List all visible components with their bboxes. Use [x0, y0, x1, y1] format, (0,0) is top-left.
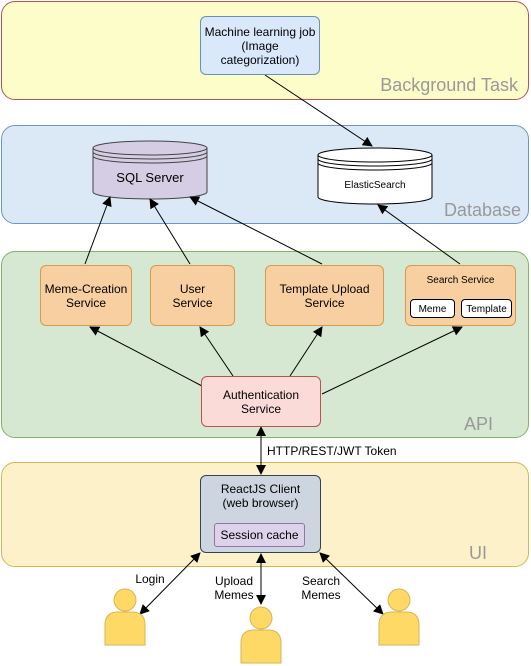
meme-creation-label: Meme-Creation Service	[44, 281, 128, 310]
database-title: Database	[443, 200, 521, 220]
meme-creation-service: Meme-Creation Service	[40, 265, 132, 326]
user-icon-upload	[240, 606, 282, 664]
user-service-label: User Service	[172, 281, 213, 310]
sql-server-label: SQL Server	[116, 170, 184, 185]
auth-to-user-arrow	[199, 326, 234, 377]
template-upload-label: Template Upload Service	[279, 281, 370, 310]
search-service: Search Service Meme Template	[405, 265, 516, 326]
search-service-label: Search Service	[426, 275, 495, 286]
template-upload-service: Template Upload Service	[265, 265, 384, 326]
api-title: API	[463, 414, 493, 434]
meme-creation-to-sql-arrow	[84, 196, 112, 265]
reactjs-client-label: ReactJS Client (web browser)	[220, 482, 301, 510]
search-memes-arrow	[319, 552, 384, 615]
ml-job-label: Machine learning job (Image categorizati…	[204, 24, 316, 67]
elasticsearch-database-icon	[317, 147, 433, 205]
session-cache-box: Session cache	[214, 523, 305, 547]
search-template-box: Template	[461, 299, 512, 318]
auth-to-meme-creation-arrow	[89, 326, 203, 387]
login-label: Login	[135, 572, 165, 586]
ml-job-box: Machine learning job (Image categorizati…	[200, 16, 320, 75]
search-to-elastic-arrow	[377, 204, 461, 265]
search-memes-label: Search Memes	[301, 574, 341, 602]
user-to-sql-arrow	[149, 198, 191, 265]
ui-title: UI	[469, 543, 487, 563]
database-layer	[1, 125, 529, 224]
http-rest-jwt-label: HTTP/REST/JWT Token	[267, 444, 397, 458]
ml-to-elastic-arrow	[264, 74, 373, 147]
auth-to-template-upload-arrow	[289, 326, 323, 377]
search-meme-box: Meme	[410, 299, 455, 318]
authentication-service: Authentication Service	[201, 376, 321, 427]
authentication-label: Authentication Service	[222, 387, 300, 416]
template-upload-to-sql-arrow	[189, 196, 323, 265]
login-arrow	[139, 552, 201, 615]
background-task-title: Background Task	[380, 75, 518, 95]
reactjs-client: ReactJS Client (web browser) Session cac…	[200, 475, 321, 553]
user-icon-search	[378, 588, 420, 646]
upload-memes-label: Upload Memes	[214, 574, 254, 602]
user-service: User Service	[150, 265, 235, 326]
elasticsearch-label: ElasticSearch	[344, 180, 406, 191]
connector-arrows	[84, 74, 463, 615]
user-icon-login	[104, 588, 146, 646]
auth-to-search-arrow	[321, 326, 463, 395]
sql-server-database-icon	[92, 140, 208, 200]
